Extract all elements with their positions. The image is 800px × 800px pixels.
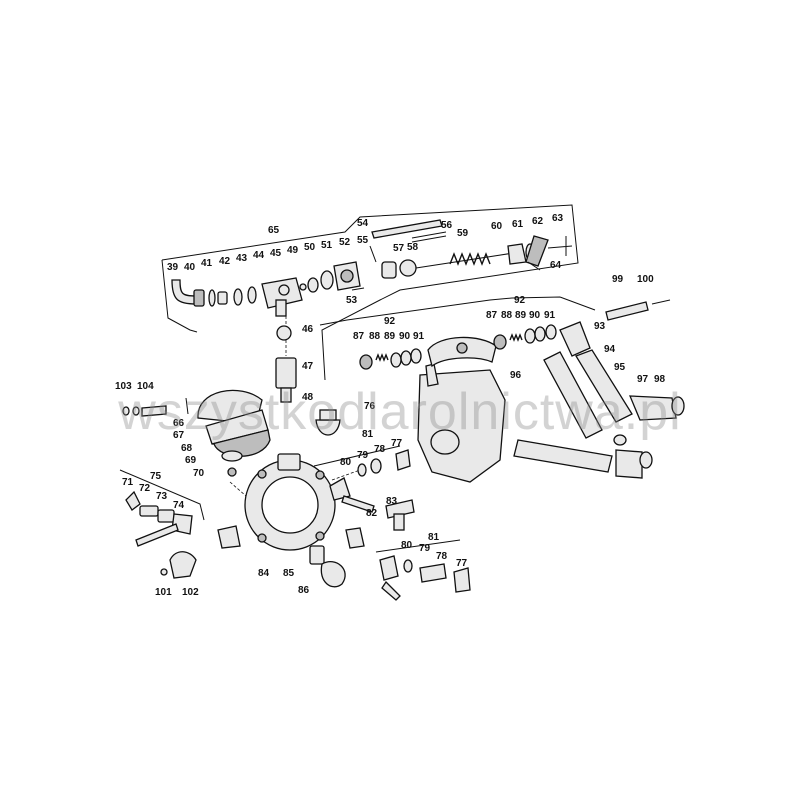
part-label: 62 [532, 216, 544, 227]
part-label: 101 [155, 587, 172, 598]
part-label: 79 [419, 543, 431, 554]
part-label: 50 [304, 242, 316, 253]
part-label: 92 [514, 295, 526, 306]
outlet-85-86 [309, 545, 346, 588]
part-label: 69 [185, 455, 197, 466]
part-label: 77 [391, 438, 403, 449]
pump-housing [315, 336, 506, 483]
part-label: 85 [283, 568, 295, 579]
part-label: 66 [173, 418, 185, 429]
part-label: 47 [302, 361, 314, 372]
part-label: 95 [614, 362, 626, 373]
part-label: 76 [364, 401, 376, 412]
valve-set-left [359, 348, 422, 370]
part-label: 48 [302, 392, 314, 403]
part-label: 44 [253, 250, 265, 261]
pump-body-84 [217, 453, 361, 551]
part-label: 40 [184, 262, 196, 273]
right-assembly-outline [319, 296, 596, 326]
part-label: 90 [399, 331, 411, 342]
part-label: 71 [122, 477, 134, 488]
part-label: 45 [270, 248, 282, 259]
valve-82-83 [345, 499, 415, 549]
valve-set-77-81-upper [313, 445, 411, 513]
part-label: 61 [512, 219, 524, 230]
part-label: 100 [637, 274, 654, 285]
part-label: 87 [486, 310, 498, 321]
part-label: 97 [637, 374, 649, 385]
part-label: 78 [374, 444, 386, 455]
part-label: 77 [456, 558, 468, 569]
part-label: 104 [137, 381, 154, 392]
part-label: 73 [156, 491, 168, 502]
part-label: 81 [428, 532, 440, 543]
part-label: 56 [441, 220, 453, 231]
part-label: 82 [366, 508, 378, 519]
part-label: 102 [182, 587, 199, 598]
part-label: 90 [529, 310, 541, 321]
part-label: 65 [268, 225, 280, 236]
part-label: 55 [357, 235, 369, 246]
part-label: 98 [654, 374, 666, 385]
part-label: 64 [550, 260, 562, 271]
hose-assembly [513, 299, 685, 479]
part-label: 94 [604, 344, 616, 355]
part-label: 89 [515, 310, 527, 321]
part-label: 58 [407, 242, 419, 253]
part-label: 79 [357, 450, 369, 461]
part-label: 72 [139, 483, 151, 494]
plug-assembly-71-75 [119, 469, 205, 579]
part-label: 86 [298, 585, 310, 596]
part-label: 43 [236, 253, 248, 264]
part-label: 59 [457, 228, 469, 239]
part-label: 96 [510, 370, 522, 381]
part-label: 88 [501, 310, 513, 321]
valve-set-77-81-lower [375, 539, 471, 601]
part-label: 89 [384, 331, 396, 342]
part-label: 91 [413, 331, 425, 342]
part-label: 70 [193, 468, 205, 479]
part-label: 88 [369, 331, 381, 342]
part-label: 60 [491, 221, 503, 232]
part-number-labels: 39 40 41 42 43 44 45 49 50 51 52 53 54 5… [115, 213, 666, 598]
part-label: 75 [150, 471, 162, 482]
part-label: 81 [362, 429, 374, 440]
part-label: 51 [321, 240, 333, 251]
part-label: 67 [173, 430, 185, 441]
part-label: 52 [339, 237, 351, 248]
part-label: 80 [340, 457, 352, 468]
top-assembly-parts [171, 219, 573, 317]
part-label: 68 [181, 443, 193, 454]
valve-body-46-48 [275, 316, 297, 403]
part-label: 63 [552, 213, 564, 224]
part-label: 57 [393, 243, 405, 254]
valve-set-right [493, 324, 557, 350]
part-label: 74 [173, 500, 185, 511]
part-label: 42 [219, 256, 231, 267]
part-label: 41 [201, 258, 213, 269]
part-label: 54 [357, 218, 369, 229]
part-label: 46 [302, 324, 314, 335]
part-label: 39 [167, 262, 179, 273]
part-label: 103 [115, 381, 132, 392]
top-assembly-outline [161, 204, 579, 381]
part-label: 84 [258, 568, 270, 579]
part-label: 92 [384, 316, 396, 327]
part-label: 80 [401, 540, 413, 551]
part-label: 87 [353, 331, 365, 342]
diaphragm-assembly [122, 389, 271, 477]
part-label: 78 [436, 551, 448, 562]
part-label: 53 [346, 295, 358, 306]
part-label: 49 [287, 245, 299, 256]
part-label: 91 [544, 310, 556, 321]
part-label: 93 [594, 321, 606, 332]
part-label: 83 [386, 496, 398, 507]
part-label: 99 [612, 274, 624, 285]
